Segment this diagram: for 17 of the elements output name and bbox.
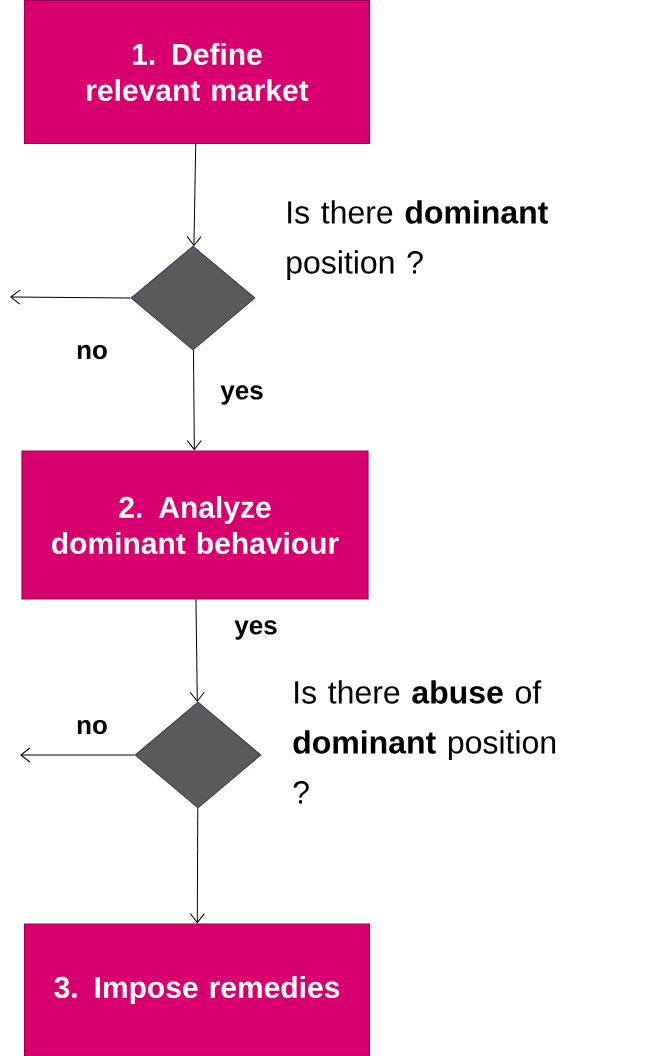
edge-label: yes xyxy=(233,619,279,641)
arrow xyxy=(186,143,202,246)
edge-label: no xyxy=(75,343,109,361)
arrow xyxy=(20,747,135,763)
question-text: Is there abuse of dominant position ? xyxy=(293,680,556,804)
decision-diamond xyxy=(130,245,256,351)
edge-label: no xyxy=(75,718,109,736)
process-box: 2. Analyze dominant behaviour xyxy=(21,450,369,600)
arrow xyxy=(10,289,131,305)
process-box: 3. Impose remedies xyxy=(23,923,371,1056)
arrow xyxy=(189,807,205,924)
arrow xyxy=(186,349,202,451)
arrow xyxy=(189,599,205,702)
decision-diamond xyxy=(134,701,262,809)
process-box: 1. Define relevant market xyxy=(23,0,371,145)
edge-label: yes xyxy=(219,384,265,406)
question-text: Is there dominant position ? xyxy=(287,200,548,280)
